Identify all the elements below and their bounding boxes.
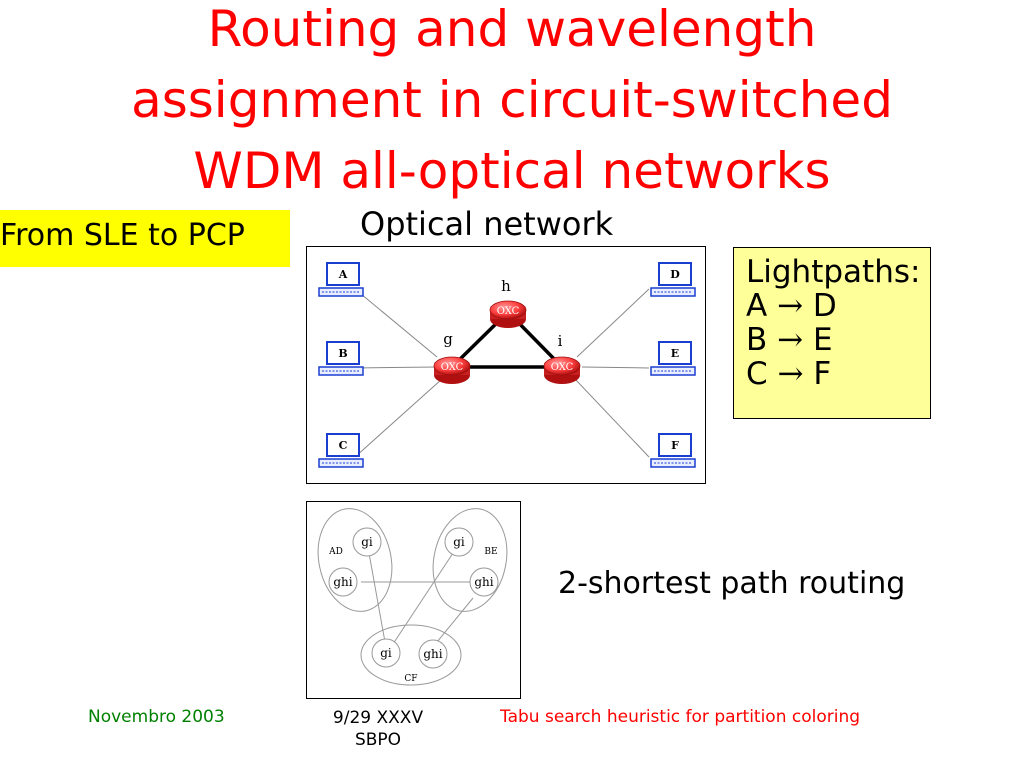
terminal-f: F	[650, 433, 696, 468]
arrow-right-icon: →	[777, 322, 804, 358]
title-line-3: WDM all-optical networks	[193, 142, 831, 200]
terminal-e: E	[650, 341, 696, 376]
partition-ad	[317, 508, 393, 612]
vertex-ad-ghi	[328, 567, 358, 597]
routing-caption: 2-shortest path routing	[558, 566, 906, 601]
arrow-right-icon: →	[777, 288, 804, 324]
computer-terminal-icon	[318, 341, 364, 376]
footer-subtitle: Tabu search heuristic for partition colo…	[500, 707, 861, 727]
footer-page: 9/29 XXXV SBPO	[318, 707, 438, 751]
group-label: CF	[404, 674, 417, 684]
vertex-be-gi	[444, 527, 474, 557]
highlight-text: From SLE to PCP	[0, 218, 245, 253]
optical-cross-connect-icon	[433, 356, 471, 384]
node-h-name: h	[501, 277, 511, 295]
title-line-2: assignment in circuit-switched	[131, 71, 893, 129]
link-b-g	[354, 366, 438, 369]
vertex-label: ghi	[333, 575, 352, 589]
group-label: BE	[484, 547, 497, 557]
terminal-b-label: B	[338, 347, 347, 360]
computer-terminal-icon	[318, 433, 364, 468]
slide-title: Routing and wavelength assignment in cir…	[0, 0, 1024, 207]
oxc-node-h: OXC h	[489, 277, 527, 328]
lightpath-row: B → E	[746, 324, 833, 356]
vertex-label: ghi	[474, 575, 493, 589]
terminal-a: A	[318, 262, 364, 297]
computer-terminal-icon	[650, 341, 696, 376]
partition-outlines	[317, 508, 508, 686]
access-links	[354, 288, 650, 458]
footer-event: SBPO	[354, 730, 402, 750]
computer-terminal-icon	[318, 262, 364, 297]
optical-network-diagram: A B C D	[318, 262, 696, 468]
lightpaths-heading: Lightpaths:	[746, 254, 921, 290]
network-caption: Optical network	[360, 205, 614, 243]
vertex-label: gi	[453, 535, 465, 549]
vertex-label: gi	[380, 646, 392, 660]
terminal-b: B	[318, 341, 364, 376]
lightpath-source: A	[746, 288, 768, 324]
group-label: AD	[328, 547, 343, 557]
partition-cf	[360, 624, 462, 686]
conflict-edge	[392, 543, 460, 645]
lightpath-source: B	[746, 322, 768, 358]
conflict-edge	[366, 541, 386, 643]
vertex-label: ghi	[423, 647, 442, 661]
arrow-right-icon: →	[777, 356, 804, 392]
node-i-name: i	[558, 332, 563, 350]
terminal-c: C	[318, 433, 364, 468]
link-c-g	[354, 378, 443, 458]
lightpath-destination: D	[812, 288, 837, 324]
terminal-d: D	[650, 262, 696, 297]
partition-be	[432, 508, 508, 612]
footer-page-number: 9/29 XXXV	[332, 708, 424, 728]
lightpaths-box: Lightpaths: A → D B → E C → F	[733, 247, 931, 419]
oxc-node-i: OXC i	[543, 332, 581, 384]
lightpath-row: A → D	[746, 290, 837, 322]
link-e-i	[581, 366, 650, 369]
terminal-d-label: D	[670, 268, 680, 281]
optical-network-panel: A B C D	[306, 246, 706, 484]
vertex-be-ghi	[469, 567, 499, 597]
terminal-f-label: F	[671, 439, 679, 452]
lightpath-destination: E	[812, 322, 833, 358]
computer-terminal-icon	[650, 262, 696, 297]
highlight-box	[0, 210, 290, 267]
oxc-node-g: OXC g	[433, 330, 471, 384]
computer-terminal-icon	[650, 433, 696, 468]
oxc-g-label: OXC	[441, 362, 464, 373]
link-f-i	[574, 378, 650, 458]
link-a-g	[354, 288, 438, 358]
vertex-label: gi	[361, 535, 373, 549]
vertex-ad-gi	[352, 527, 382, 557]
conflict-graph-panel: gi ghi gi ghi gi ghi AD BE CF	[306, 501, 521, 699]
lightpath-destination: F	[813, 356, 832, 392]
terminal-a-label: A	[338, 268, 348, 281]
optical-cross-connect-icon	[543, 356, 581, 384]
conflict-edge	[436, 597, 474, 643]
oxc-i-label: OXC	[551, 362, 574, 373]
vertex-cf-ghi	[418, 639, 448, 669]
node-g-name: g	[443, 330, 453, 348]
conflict-graph-diagram: gi ghi gi ghi gi ghi AD BE CF	[317, 508, 508, 686]
terminal-c-label: C	[339, 439, 348, 452]
lightpath-row: C → F	[746, 358, 831, 390]
conflict-edges	[361, 541, 474, 645]
terminal-e-label: E	[671, 347, 679, 360]
path-vertices	[328, 527, 499, 669]
footer-date: Novembro 2003	[88, 707, 225, 727]
lightpath-source: C	[746, 356, 768, 392]
vertex-cf-gi	[371, 638, 401, 668]
optical-cross-connect-icon	[489, 300, 527, 328]
title-line-1: Routing and wavelength	[207, 0, 817, 58]
link-d-i	[576, 288, 650, 358]
oxc-h-label: OXC	[497, 306, 520, 317]
